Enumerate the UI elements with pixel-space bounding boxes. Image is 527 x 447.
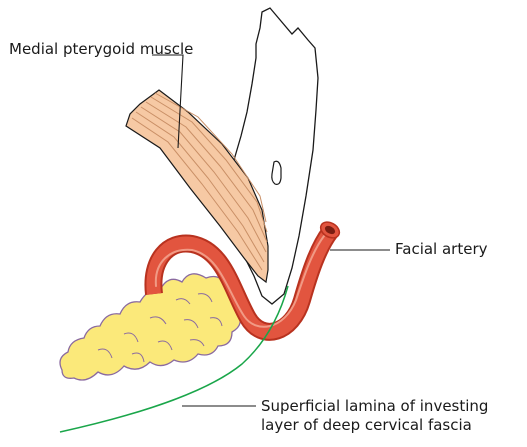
label-medial-pterygoid-muscle: Medial pterygoid muscle	[9, 40, 193, 58]
label-fascia: Superficial lamina of investing layer of…	[261, 397, 488, 435]
label-fascia-line-2: layer of deep cervical fascia	[261, 416, 488, 435]
tooth-outline	[228, 8, 318, 304]
foramen-oval	[272, 161, 281, 184]
label-facial-artery: Facial artery	[395, 240, 488, 258]
label-fascia-line-1: Superficial lamina of investing	[261, 397, 488, 416]
